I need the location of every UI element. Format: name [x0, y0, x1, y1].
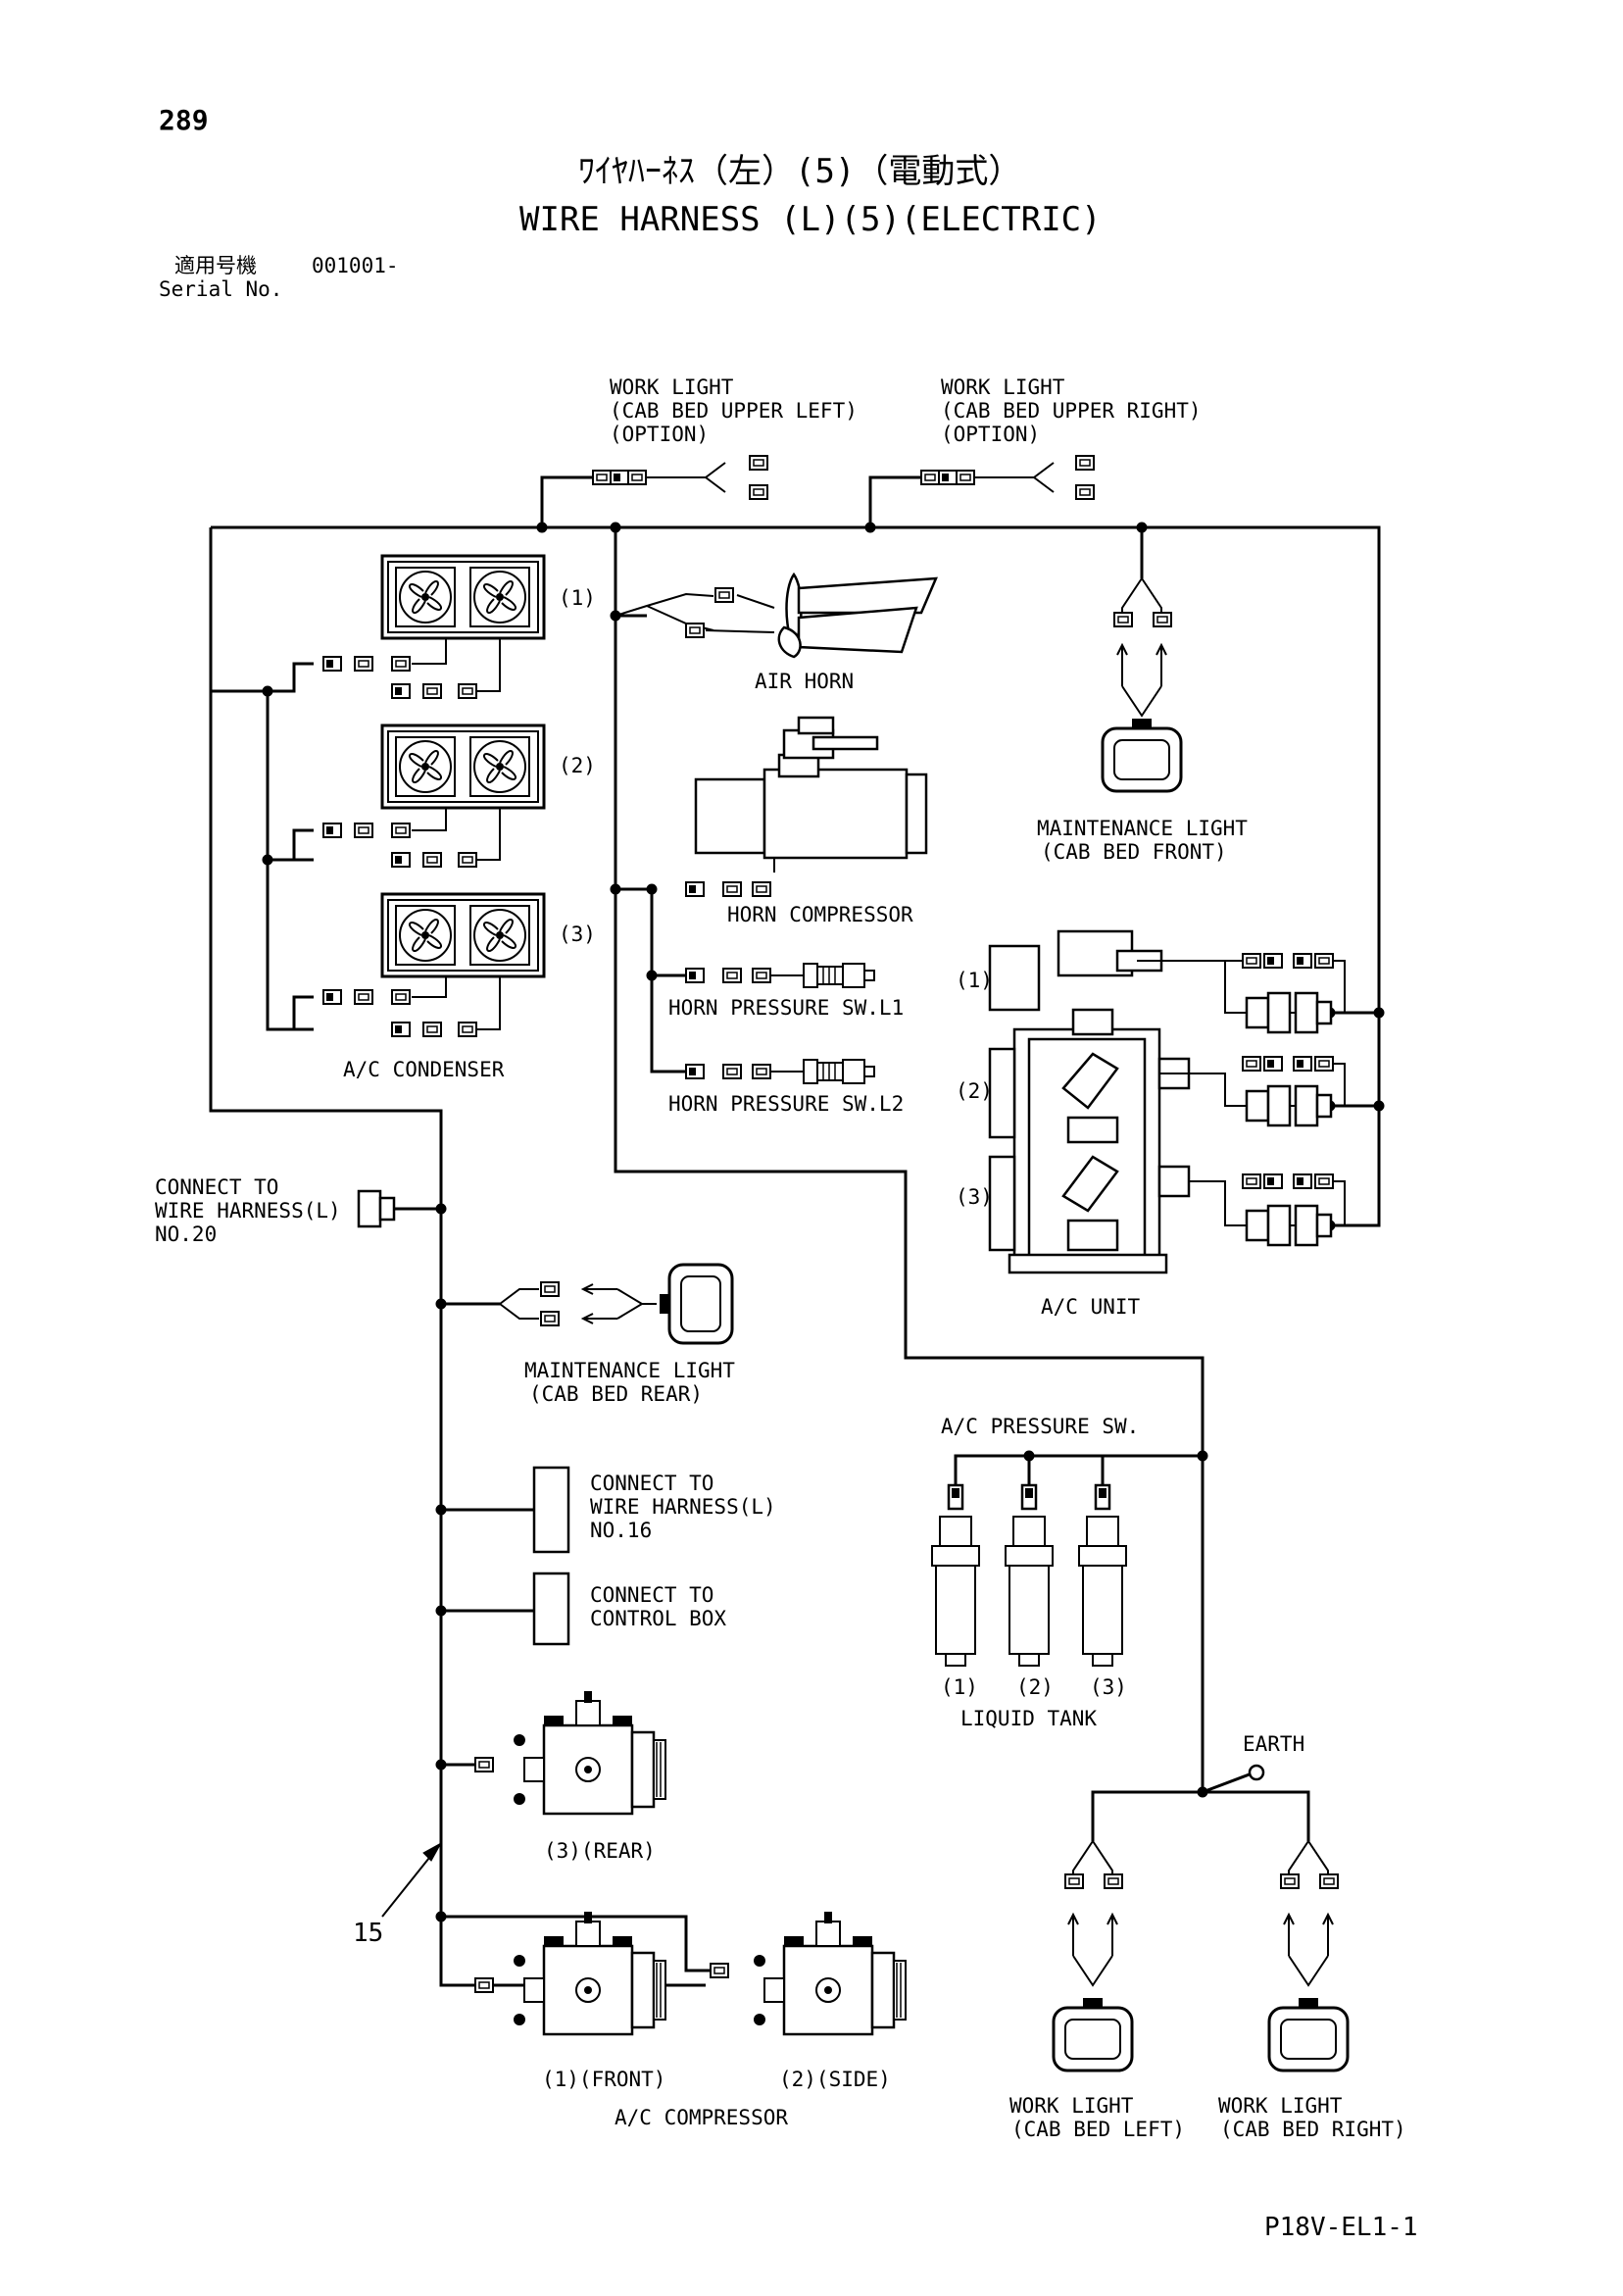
label-tank-idx-3: (3): [1090, 1675, 1127, 1699]
label-connect-wh20-3: NO.20: [155, 1223, 217, 1246]
liquid-tank-3: [1078, 1483, 1127, 1667]
label-work-light-upper-left-1: WORK LIGHT: [610, 375, 734, 399]
serial-value: 001001-: [312, 254, 399, 277]
label-horn-pressure-l2: HORN PRESSURE SW.L2: [668, 1092, 904, 1116]
liquid-tank-2: [1005, 1483, 1054, 1667]
label-condenser-idx-3: (3): [559, 923, 596, 946]
connector-wire-harness-20: [357, 1189, 441, 1228]
label-work-light-left-2: (CAB BED LEFT): [1011, 2118, 1185, 2141]
label-ac-pressure-sw: A/C PRESSURE SW.: [941, 1415, 1139, 1438]
air-horn: [615, 572, 938, 659]
label-work-light-upper-left-2: (CAB BED UPPER LEFT): [610, 399, 858, 423]
liquid-tank-1: [931, 1483, 980, 1667]
label-ac-compressor: A/C COMPRESSOR: [615, 2106, 788, 2129]
label-maintenance-front-1: MAINTENANCE LIGHT: [1037, 817, 1248, 840]
label-work-light-left-1: WORK LIGHT: [1009, 2094, 1134, 2118]
label-condenser-idx-1: (1): [559, 586, 596, 610]
connector-control-box: [532, 1572, 570, 1646]
label-compressor-side: (2)(SIDE): [779, 2068, 891, 2091]
label-connect-control-box-2: CONTROL BOX: [590, 1607, 726, 1630]
work-light-right: [1267, 1840, 1350, 2072]
maintenance-light-rear: [499, 1263, 734, 1345]
horn-pressure-sw-l1: [685, 963, 875, 988]
ac-condenser-3: [322, 894, 544, 1037]
horn-pressure-sw-l2: [685, 1059, 875, 1084]
ac-compressor-front: [474, 1910, 667, 2036]
label-ac-unit-idx-3: (3): [956, 1185, 993, 1209]
title-jp: ﾜｲﾔﾊｰﾈｽ（左）(5)（電動式）: [578, 152, 1021, 191]
label-maintenance-rear-1: MAINTENANCE LIGHT: [524, 1359, 735, 1382]
label-work-light-upper-right-2: (CAB BED UPPER RIGHT): [941, 399, 1202, 423]
label-ac-unit-idx-1: (1): [956, 969, 993, 992]
label-tank-idx-2: (2): [1016, 1675, 1054, 1699]
ac-compressor-rear: [474, 1689, 667, 1816]
earth-terminal: [1248, 1764, 1265, 1781]
label-horn-compressor: HORN COMPRESSOR: [727, 903, 913, 926]
label-ac-condenser: A/C CONDENSER: [343, 1058, 505, 1081]
page-number: 289: [159, 104, 209, 136]
label-ac-unit-idx-2: (2): [956, 1079, 993, 1103]
label-compressor-front: (1)(FRONT): [542, 2068, 665, 2091]
callout-arrow-15: [381, 1841, 443, 1918]
serial-label-jp: 適用号機: [174, 254, 257, 277]
ac-condenser-2: [322, 725, 544, 868]
label-work-light-upper-left-3: (OPTION): [610, 423, 709, 446]
label-work-light-right-1: WORK LIGHT: [1218, 2094, 1343, 2118]
label-work-light-upper-right-3: (OPTION): [941, 423, 1040, 446]
label-tank-idx-1: (1): [941, 1675, 978, 1699]
ac-unit-connectors: [1225, 953, 1346, 1247]
title-en: WIRE HARNESS (L)(5)(ELECTRIC): [519, 200, 1102, 239]
ac-condenser-1: [322, 556, 544, 699]
label-connect-wh20-2: WIRE HARNESS(L): [155, 1199, 341, 1223]
label-horn-pressure-l1: HORN PRESSURE SW.L1: [668, 996, 904, 1020]
harness-wires: [209, 475, 1381, 1987]
doc-code: P18V-EL1-1: [1264, 2213, 1418, 2242]
work-light-upper-right-connector: [920, 455, 1095, 500]
work-light-left: [1052, 1840, 1134, 2072]
label-connect-control-box-1: CONNECT TO: [590, 1583, 713, 1607]
label-work-light-upper-right-1: WORK LIGHT: [941, 375, 1065, 399]
label-condenser-idx-2: (2): [559, 754, 596, 777]
callout-number: 15: [353, 1919, 383, 1948]
maintenance-light-front: [1101, 577, 1183, 793]
label-work-light-right-2: (CAB BED RIGHT): [1220, 2118, 1406, 2141]
label-connect-wh16-1: CONNECT TO: [590, 1472, 713, 1495]
label-connect-wh16-2: WIRE HARNESS(L): [590, 1495, 776, 1519]
horn-compressor: [685, 716, 928, 897]
label-liquid-tank: LIQUID TANK: [960, 1707, 1097, 1730]
serial-label-en: Serial No.: [159, 277, 282, 301]
connector-wire-harness-16: [532, 1466, 570, 1554]
label-air-horn: AIR HORN: [755, 670, 854, 693]
label-maintenance-rear-2: (CAB BED REAR): [529, 1382, 703, 1406]
label-ac-unit: A/C UNIT: [1041, 1295, 1141, 1319]
label-connect-wh16-3: NO.16: [590, 1519, 652, 1542]
label-maintenance-front-2: (CAB BED FRONT): [1041, 840, 1227, 864]
label-compressor-rear: (3)(REAR): [544, 1839, 656, 1863]
label-earth: EARTH: [1243, 1732, 1304, 1756]
ac-compressor-side: [710, 1910, 908, 2036]
work-light-upper-left-connector: [592, 455, 768, 500]
label-connect-wh20-1: CONNECT TO: [155, 1175, 278, 1199]
